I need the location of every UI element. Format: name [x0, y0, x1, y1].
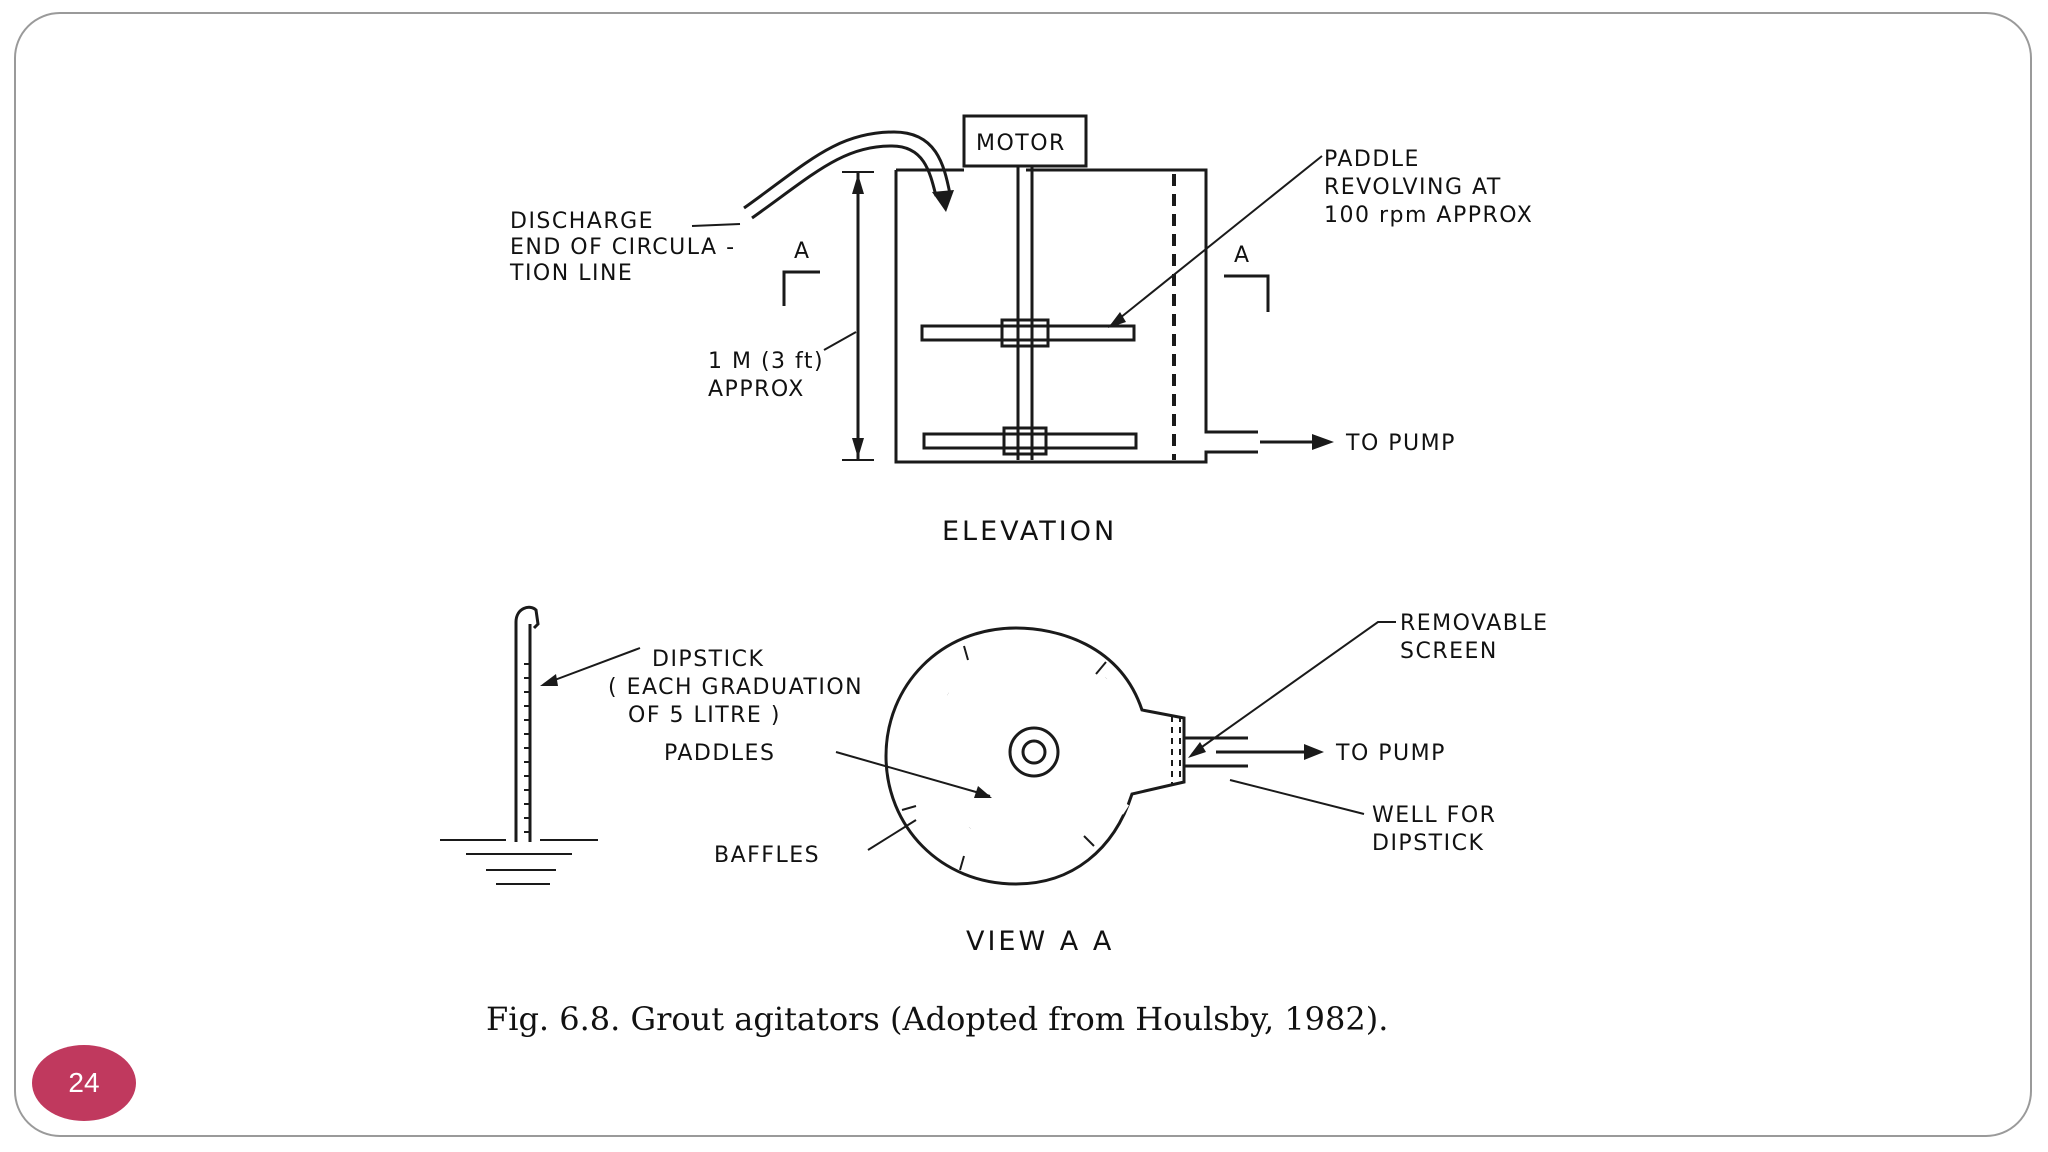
plan-outlet-arrow-head — [1304, 744, 1324, 760]
well-label-line-1: WELL FOR — [1372, 803, 1496, 828]
height-label-line-2: APPROX — [708, 377, 805, 402]
dipstick-label-line-2: ( EACH GRADUATION — [608, 675, 863, 700]
paddle-label-line-3: 100 rpm APPROX — [1324, 203, 1533, 228]
well-label-line-2: DIPSTICK — [1372, 831, 1484, 856]
upper-hub — [1000, 318, 1050, 348]
elevation-view: MOTOR DISCHARGE END OF CIRCULA - — [509, 114, 1533, 547]
paddles-label: PADDLES — [664, 741, 775, 766]
elevation-outlet-label: TO PUMP — [1345, 431, 1456, 456]
plan-paddles — [944, 674, 1130, 832]
lower-hub — [1002, 426, 1048, 456]
screen-leader-arrow — [1188, 742, 1206, 758]
baffles-leader — [867, 819, 917, 851]
page-number-badge: 24 — [32, 1045, 136, 1121]
upper-paddle — [920, 324, 1136, 342]
height-label-line-1: 1 M (3 ft) — [708, 349, 824, 374]
discharge-leader — [691, 223, 741, 227]
paddles-leader-arrow — [974, 786, 992, 798]
water-surface — [440, 839, 598, 885]
dipstick-leader-arrow — [540, 674, 558, 686]
elevation-title: ELEVATION — [942, 516, 1117, 547]
paddles-leader — [835, 751, 991, 797]
paddle-leader-arrow — [1108, 312, 1126, 328]
dipstick-leader — [543, 647, 641, 685]
tank-wall — [894, 170, 1258, 464]
dipstick — [440, 605, 598, 885]
section-marker-left — [782, 270, 820, 306]
dipstick-label-line-1: DIPSTICK — [652, 647, 764, 672]
screen-leader — [1191, 621, 1396, 755]
paddle-label-line-1: PADDLE — [1324, 147, 1420, 172]
height-leader — [823, 331, 857, 351]
baffles-label: BAFFLES — [714, 843, 820, 868]
discharge-label-line-1: DISCHARGE — [510, 209, 654, 234]
baffles — [901, 645, 1107, 871]
plan-view: DIPSTICK ( EACH GRADUATION OF 5 LITRE ) … — [440, 605, 1549, 957]
paddle-leader — [1109, 155, 1323, 327]
plan-title: VIEW A A — [966, 926, 1114, 957]
screen-label-line-2: SCREEN — [1400, 639, 1498, 664]
outlet-arrow-head — [1312, 434, 1334, 450]
tank-plan-outline — [884, 626, 1186, 886]
well-leader — [1229, 779, 1365, 815]
pipe-arrow-head — [932, 190, 954, 212]
motor-box — [962, 114, 1088, 168]
grout-agitator-diagram: MOTOR DISCHARGE END OF CIRCULA - — [440, 114, 1549, 1038]
section-marker-right-label: A — [1234, 243, 1251, 268]
circulation-pipe-inner — [751, 144, 938, 220]
page-number: 24 — [68, 1067, 100, 1098]
tank-wall-right — [896, 168, 1258, 434]
plan-outlet-label: TO PUMP — [1335, 741, 1446, 766]
circulation-pipe — [743, 130, 952, 210]
screen-label-line-1: REMOVABLE — [1400, 611, 1549, 636]
section-marker-right — [1224, 274, 1270, 312]
slide: MOTOR DISCHARGE END OF CIRCULA - — [14, 12, 2032, 1137]
figure-caption: Fig. 6.8. Grout agitators (Adopted from … — [486, 1000, 1388, 1038]
dipstick-label-line-3: OF 5 LITRE ) — [628, 703, 781, 728]
discharge-label-line-2: END OF CIRCULA - — [510, 235, 736, 260]
discharge-label-line-3: TION LINE — [509, 261, 633, 286]
section-marker-left-label: A — [794, 239, 811, 264]
height-arrow-top — [852, 174, 864, 194]
height-arrow-bottom — [852, 438, 864, 458]
paddle-label-line-2: REVOLVING AT — [1324, 175, 1502, 200]
motor-label: MOTOR — [976, 131, 1066, 156]
lower-paddle — [922, 432, 1138, 450]
